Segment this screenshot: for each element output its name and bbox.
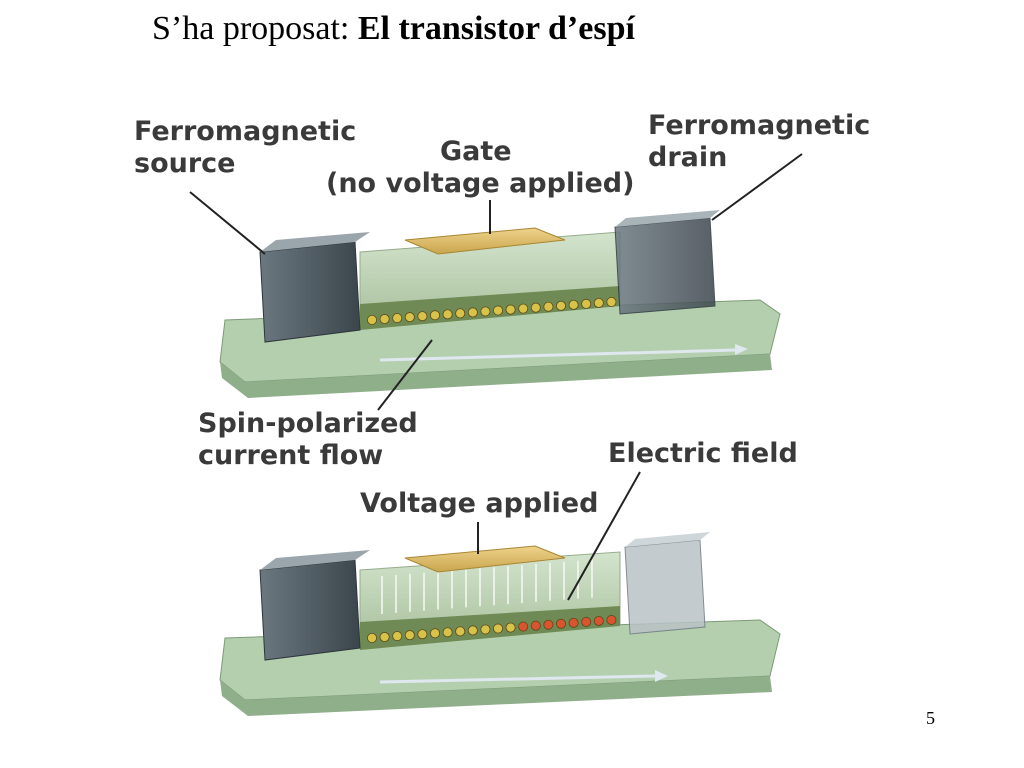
electron-dot xyxy=(505,304,516,315)
electron-dot xyxy=(404,312,415,323)
electron-dot xyxy=(404,630,415,641)
electron-dot xyxy=(442,309,453,320)
label-voltage-applied: Voltage applied xyxy=(360,488,598,519)
electron-dot xyxy=(518,621,529,632)
electron-dot xyxy=(429,310,440,321)
electron-dot xyxy=(518,303,529,314)
electron-dot xyxy=(593,297,604,308)
electron-dot xyxy=(593,615,604,626)
electron-dot xyxy=(492,305,503,316)
ferromagnetic-source-bottom xyxy=(259,550,370,661)
electron-dot xyxy=(606,615,617,626)
label-ferromagnetic-drain-2: drain xyxy=(648,142,727,173)
electron-dot xyxy=(366,314,377,325)
electron-dot xyxy=(568,299,579,310)
electron-dot xyxy=(480,624,491,635)
electron-dot xyxy=(543,301,554,312)
spin-transistor-diagram: Ferromagnetic source Gate (no voltage ap… xyxy=(134,110,870,716)
electron-row-bottom xyxy=(366,615,617,644)
electron-dot xyxy=(606,296,617,307)
ferromagnetic-drain-bottom xyxy=(624,532,710,635)
electron-dot xyxy=(492,623,503,634)
electron-dot xyxy=(530,302,541,313)
electron-dot xyxy=(455,308,466,319)
electron-dot xyxy=(467,307,478,318)
electron-dot xyxy=(417,629,428,640)
electron-dot xyxy=(480,306,491,317)
slide-title-bold: El transistor d’espí xyxy=(357,10,635,47)
device-voltage-applied: Voltage applied Electric field xyxy=(219,438,798,716)
device-no-voltage: Ferromagnetic source Gate (no voltage ap… xyxy=(134,110,870,471)
electron-dot xyxy=(555,300,566,311)
electron-dot xyxy=(543,619,554,630)
label-spin-polarized-1: Spin-polarized xyxy=(198,408,418,439)
label-ferromagnetic-source-2: source xyxy=(134,148,235,179)
electron-dot xyxy=(442,627,453,638)
page-number: 5 xyxy=(926,708,935,728)
label-ferromagnetic-source-1: Ferromagnetic xyxy=(134,116,356,147)
electron-dot xyxy=(392,313,403,324)
label-spin-polarized-2: current flow xyxy=(198,440,383,471)
slide-title-prefix: S’ha proposat: xyxy=(152,10,358,47)
electron-dot xyxy=(429,628,440,639)
label-electric-field: Electric field xyxy=(608,438,798,469)
electron-dot xyxy=(467,625,478,636)
electron-dot xyxy=(530,620,541,631)
electron-dot xyxy=(581,616,592,627)
electron-dot xyxy=(555,618,566,629)
electron-dot xyxy=(505,622,516,633)
gate-bottom xyxy=(404,545,566,573)
electron-dot xyxy=(417,311,428,322)
electron-dot xyxy=(379,314,390,325)
label-ferromagnetic-drain-1: Ferromagnetic xyxy=(648,110,870,141)
ferromagnetic-source-top xyxy=(259,232,370,343)
ferromagnetic-drain-top xyxy=(614,210,720,315)
electron-dot xyxy=(379,632,390,643)
slide-title: S’ha proposat: El transistor d’espí xyxy=(152,10,635,48)
electron-dot xyxy=(392,631,403,642)
electron-dot xyxy=(366,633,377,644)
electron-row-top xyxy=(366,296,617,325)
electron-dot xyxy=(568,617,579,628)
label-gate-2: (no voltage applied) xyxy=(326,168,634,199)
electron-dot xyxy=(455,626,466,637)
electron-dot xyxy=(581,298,592,309)
label-gate-1: Gate xyxy=(440,136,512,167)
gate-top xyxy=(404,227,566,255)
electric-field-lines xyxy=(381,559,593,614)
spin-transistor-figure: Ferromagnetic source Gate (no voltage ap… xyxy=(120,92,880,752)
